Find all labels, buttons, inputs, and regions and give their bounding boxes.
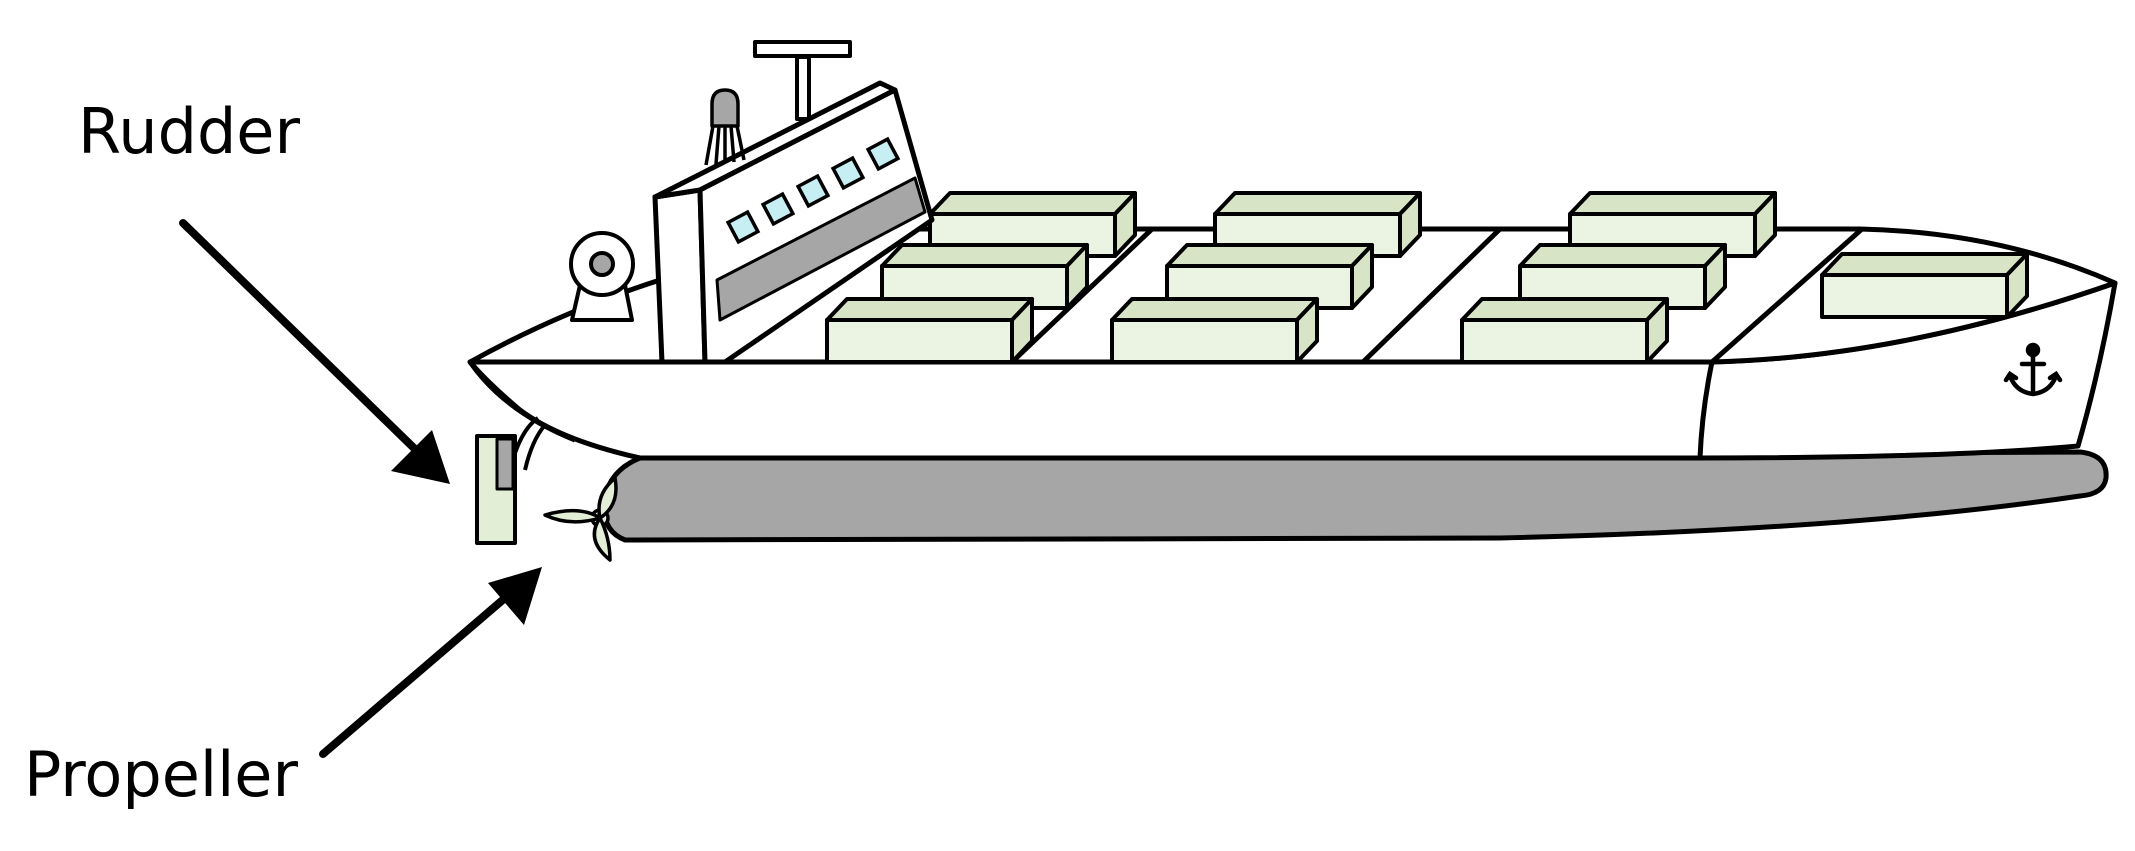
bow-section-line [1697,361,1715,459]
propeller-arrow [319,567,542,758]
rudder [475,416,547,545]
bridge-window [865,136,901,172]
rudder-arrow [179,219,450,484]
bridge-window [725,209,761,245]
radar-mast [753,40,852,121]
rudder-label: Rudder [78,95,300,168]
anchor-icon [2003,342,2063,397]
bridge-windows [725,136,901,245]
lower-hull [601,449,2109,543]
container-stack-1 [825,191,1137,364]
deck-divider-3 [1710,227,1864,364]
radome-antenna [704,88,746,166]
deck-divider-1 [1010,227,1154,364]
propeller [543,476,618,562]
bridge-window [760,191,796,227]
stern-curve [467,360,576,443]
stern-winch [569,231,635,322]
container-stack-3 [1460,191,1777,364]
bridge-window [830,155,866,191]
bridge-window [795,173,831,209]
container-stack-2 [1110,191,1422,364]
deck-divider-2 [1361,227,1502,364]
container-stack-4 [1820,252,2029,319]
propeller-label: Propeller [24,738,298,811]
